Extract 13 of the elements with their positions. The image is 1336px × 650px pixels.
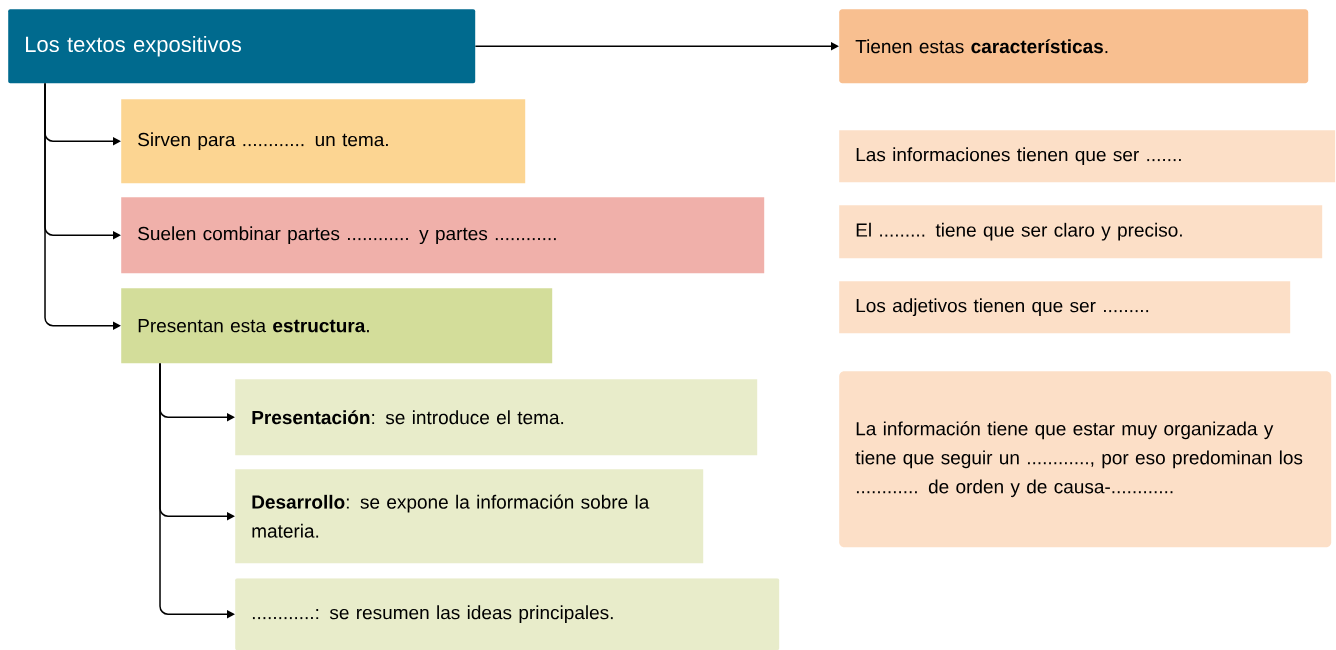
structure-box: ............: se resumen las ideas principales.	[235, 578, 780, 650]
structure-box: Presentación: se introduce el tema.	[235, 379, 758, 456]
statement-box: Suelen combinar partes ............ y partes ............	[121, 197, 765, 274]
statement-box: Sirven para ............ un tema.	[121, 99, 526, 184]
structure-box: Desarrollo: se expone la información sobre la materia.	[235, 469, 704, 564]
feature-box: Las informaciones tienen que ser .......	[839, 130, 1336, 183]
feature-box: Los adjetivos tienen que ser .........	[839, 281, 1291, 334]
statement-box: Presentan esta estructura.	[121, 288, 553, 364]
arrow	[44, 82, 121, 330]
feature-box: El ......... tiene que ser claro y preciso.	[839, 205, 1323, 259]
heading-box: Tienen estas características.	[839, 9, 1309, 84]
title-box: Los textos expositivos	[8, 9, 476, 84]
feature-box: La información tiene que estar muy organizada y tiene que seguir un ............, por eso predominan los ............ de orden y de causa-............	[839, 371, 1332, 548]
